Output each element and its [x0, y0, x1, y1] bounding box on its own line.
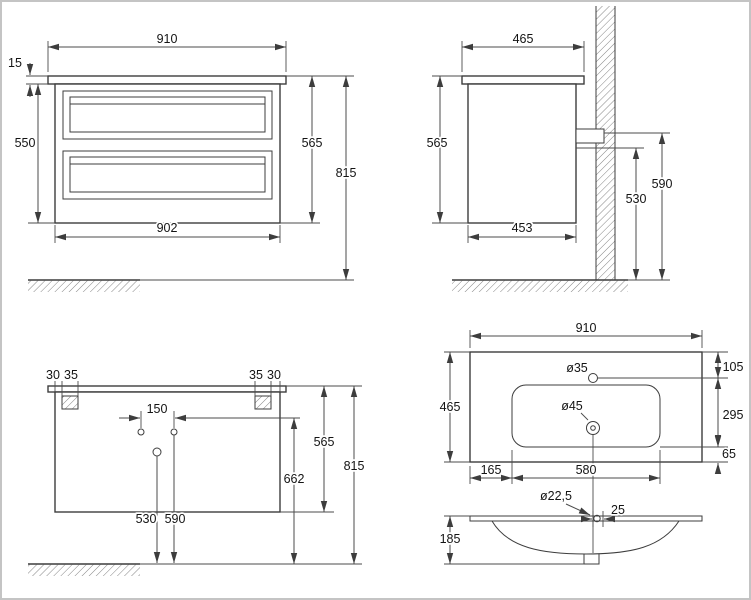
dim-label: 185: [440, 532, 461, 546]
back-cabinet-body: [54, 391, 281, 513]
faucet-hole-label: ø35: [566, 361, 588, 375]
back-countertop-edge: [47, 385, 287, 393]
dim-label: 565: [427, 136, 448, 150]
dim-front-top-width: 910: [47, 30, 287, 72]
dim-basin-front-height: 185: [438, 515, 584, 565]
drain-hole-callout: ø45: [559, 397, 589, 421]
dim-label: 910: [576, 321, 597, 335]
dim-label: 65: [722, 447, 736, 461]
dim-label: 465: [513, 32, 534, 46]
dim-side-upper-fixing-height: 590: [604, 132, 674, 280]
dim-label: 530: [626, 192, 647, 206]
dim-label: 15: [8, 56, 22, 70]
dim-front-top-thickness: 15: [6, 54, 48, 97]
dim-back-hole-heights: 530 590: [134, 435, 187, 563]
dim-label: 550: [15, 136, 36, 150]
dim-label: ø22,5: [540, 489, 572, 503]
hanging-bracket-right: [254, 395, 272, 410]
dim-label: 150: [147, 402, 168, 416]
front-countertop: [47, 75, 287, 85]
side-countertop: [461, 75, 585, 85]
dim-label: 35: [64, 368, 78, 382]
front-cabinet-body: [54, 83, 281, 224]
dim-label: 295: [723, 408, 744, 422]
dim-back-bracket-offsets: 30 35 35 30: [44, 366, 283, 396]
dim-back-height: 565: [280, 386, 336, 513]
dim-front-body-width: 902: [54, 219, 281, 243]
dim-side-lower-fixing-height: 530: [576, 147, 648, 280]
basin-profile-drain-stub: [583, 554, 600, 565]
hanging-bracket-left: [61, 395, 79, 410]
dim-label: 662: [284, 472, 305, 486]
dim-drain-offset: 25: [581, 501, 627, 527]
dim-front-body-height: 550: [13, 84, 55, 224]
dim-label: 815: [344, 459, 365, 473]
drain-hole-center: [590, 425, 596, 431]
dim-side-top-depth: 465: [461, 30, 585, 72]
basin-outline: [469, 351, 703, 463]
dim-basin-bottom-chain: 165 580: [469, 450, 661, 484]
dim-back-holes-height: 662: [282, 418, 306, 564]
floor-hatch-back: [28, 563, 140, 576]
basin-top-view: ø35 ø45 910 465 105 295: [438, 319, 745, 553]
basin-bowl: [511, 384, 661, 448]
front-drawer-lower: [62, 150, 273, 200]
dim-label: 25: [611, 503, 625, 517]
dim-label: 453: [512, 221, 533, 235]
dim-back-holes-spacing: 150: [119, 400, 300, 428]
faucet-hole: [588, 373, 598, 383]
dim-basin-width: 910: [469, 319, 703, 348]
dim-basin-right-chain: 105 295 65: [598, 351, 745, 474]
dim-basin-depth: 465: [438, 351, 470, 463]
side-cabinet-body: [467, 83, 577, 224]
dim-label: 902: [157, 221, 178, 235]
floor-hatch-front: [28, 279, 140, 292]
drain-hole: [586, 421, 600, 435]
basin-front-view: 185 ø22,5 25: [438, 487, 703, 565]
dim-label: 165: [481, 463, 502, 477]
dim-label: 815: [336, 166, 357, 180]
dim-label: 590: [652, 177, 673, 191]
dim-front-height-from-floor: 815: [140, 75, 358, 281]
drain-diameter-callout: ø22,5: [538, 487, 591, 516]
dim-label: 105: [723, 360, 744, 374]
drain-section-hole: [593, 514, 601, 523]
dim-label: 590: [165, 512, 186, 526]
dim-label: 565: [302, 136, 323, 150]
dim-label: 565: [314, 435, 335, 449]
dim-label: 30: [46, 368, 60, 382]
dim-side-height: 565: [425, 75, 468, 224]
dim-label: 910: [157, 32, 178, 46]
side-view: 465 565 590 530 453: [425, 6, 674, 292]
dim-label: 465: [440, 400, 461, 414]
dim-front-height: 565: [280, 76, 324, 224]
dim-label: 530: [136, 512, 157, 526]
dim-side-body-depth: 453: [467, 219, 577, 243]
floor-hatch-side: [452, 279, 670, 292]
front-drawer-upper: [62, 90, 273, 140]
basin-profile-bowl: [491, 520, 680, 555]
dim-label: 580: [576, 463, 597, 477]
dim-label: 35: [249, 368, 263, 382]
wall-mounting-bracket: [575, 128, 605, 144]
front-view: 910 15 550 565 815: [6, 30, 358, 292]
dim-back-height-from-floor: 815: [140, 385, 366, 565]
drain-hole-label: ø45: [561, 399, 583, 413]
back-view: 30 35 35 30 150 565 662 815: [28, 366, 366, 576]
fixing-hole-left: [137, 428, 145, 436]
dim-label: 30: [267, 368, 281, 382]
